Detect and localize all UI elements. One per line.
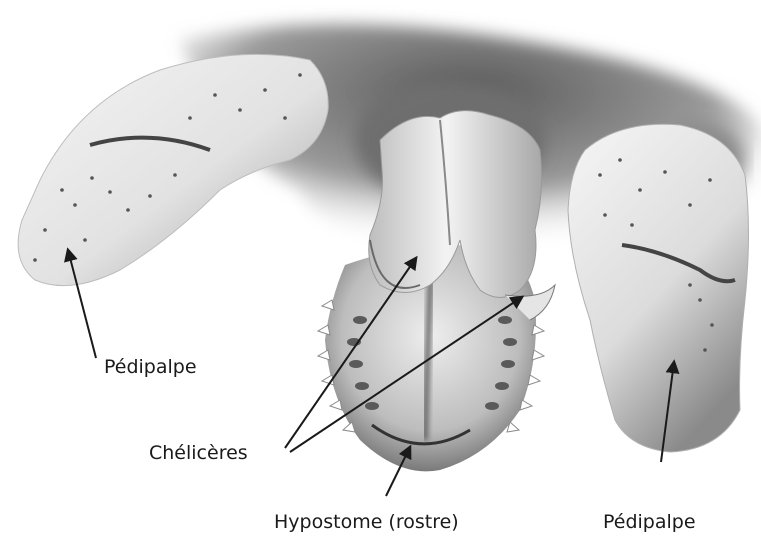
label-pedipalpe-left: Pédipalpe <box>104 358 197 377</box>
right-pedipalp-shape <box>568 124 749 452</box>
label-pedipalpe-right: Pédipalpe <box>603 513 696 532</box>
label-chelicerae: Chélicères <box>149 444 248 463</box>
label-hypostome: Hypostome (rostre) <box>274 513 459 532</box>
